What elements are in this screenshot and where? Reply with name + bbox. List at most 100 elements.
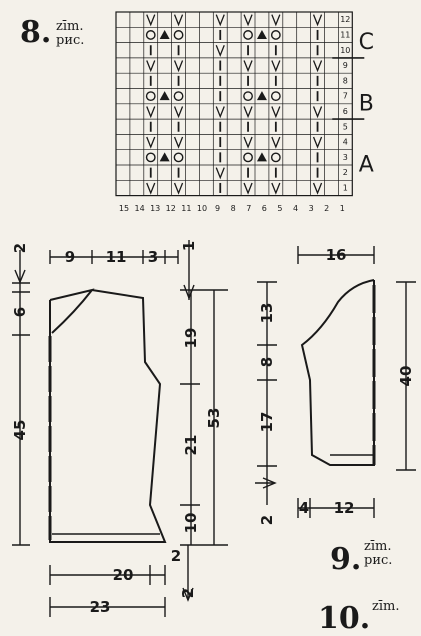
chart-row-label: 11 <box>340 30 350 39</box>
decrease-symbol <box>243 60 253 73</box>
figure-9-caption-cyr: рис. <box>364 553 393 568</box>
decrease-symbol <box>146 136 156 149</box>
sleeve-dim-right-total: 40 <box>397 366 415 387</box>
front-left-arrow-head <box>14 269 26 284</box>
figure-8-caption-cyr: рис. <box>56 33 85 48</box>
front-dim-top-right: 3 <box>148 248 158 266</box>
decrease-symbol <box>312 182 323 195</box>
decrease-symbol <box>271 14 281 27</box>
decrease-symbol <box>215 14 225 27</box>
chart-row-label: 3 <box>343 153 348 162</box>
front-dim-bottom-side: 2 <box>171 547 181 565</box>
figure-9-caption-lat: zīm. <box>364 539 392 554</box>
figure-8-caption-text: zīm. рис. <box>56 20 84 48</box>
chart-row-label: 10 <box>340 46 350 55</box>
decrease-symbol <box>173 60 184 73</box>
front-dim-bottom-inner: 20 <box>113 566 134 584</box>
decrease-symbol <box>146 182 156 195</box>
sleeve-schematic <box>255 246 416 518</box>
yarn-over-symbol <box>270 91 281 102</box>
chart-column-label: 7 <box>246 204 251 213</box>
sleeve-outline <box>300 279 375 466</box>
decrease-symbol <box>243 14 253 27</box>
decrease-symbol <box>312 106 323 119</box>
decrease-symbol <box>271 60 281 73</box>
chart-column-label: 13 <box>150 204 160 213</box>
decrease-symbol <box>215 106 225 119</box>
bobble-symbol <box>159 152 170 162</box>
sleeve-dim-bottom-right: 12 <box>334 499 355 517</box>
front-piece-schematic <box>12 240 228 617</box>
bobble-symbol <box>256 29 267 39</box>
front-dim-left-body: 45 <box>11 420 29 441</box>
sleeve-dim-left-middle: 8 <box>258 357 276 367</box>
figure-9-caption: 9. <box>330 545 361 575</box>
yarn-over-symbol <box>145 30 156 40</box>
yarn-over-symbol <box>270 30 281 40</box>
decrease-symbol <box>271 182 281 195</box>
front-dim-bottom-total: 23 <box>90 598 111 616</box>
decrease-symbol <box>146 60 156 73</box>
front-arrow-head <box>182 587 194 602</box>
front-dim-top-middle: 11 <box>106 248 127 266</box>
figure-10-caption-text: zīm. <box>372 600 399 614</box>
decrease-symbol <box>312 14 323 27</box>
chart-column-label: 14 <box>134 204 144 213</box>
chart-column-label: 15 <box>119 204 129 213</box>
decrease-symbol <box>271 136 281 149</box>
figure-10-caption-lat: zīm. <box>372 599 400 614</box>
decrease-symbol <box>215 45 225 58</box>
front-dim-left-shoulder: 6 <box>11 307 29 317</box>
chart-column-label: 4 <box>293 204 298 213</box>
decrease-symbol <box>173 136 184 149</box>
front-dim-left-upper: 2 <box>11 243 29 253</box>
front-dim-right-middle: 21 <box>182 435 200 456</box>
chart-section-label: C <box>359 30 374 55</box>
chart-column-label: 12 <box>166 204 176 213</box>
decrease-symbol <box>271 106 281 119</box>
yarn-over-symbol <box>145 152 156 163</box>
decrease-symbol <box>243 136 253 149</box>
sleeve-dim-left-upper: 13 <box>258 303 276 324</box>
bobble-symbol <box>256 91 267 101</box>
bobble-symbol <box>159 91 170 101</box>
decrease-symbol <box>146 14 156 27</box>
bobble-symbol <box>256 152 267 162</box>
decrease-symbol <box>243 106 253 119</box>
chart-column-label: 2 <box>324 204 329 213</box>
decrease-symbol <box>173 182 184 195</box>
chart-row-label: 9 <box>343 61 348 70</box>
yarn-over-symbol <box>145 91 156 102</box>
decrease-symbol <box>312 60 323 73</box>
chart-row-label: 1 <box>343 183 348 192</box>
figure-9-number: 9. <box>330 542 362 577</box>
chart-column-label: 8 <box>231 204 236 213</box>
decrease-symbol <box>173 14 184 27</box>
chart-column-label: 10 <box>197 204 207 213</box>
sleeve-dim-bottom-left: 4 <box>299 499 309 517</box>
chart-column-label: 1 <box>340 204 345 213</box>
figure-9-caption-text: zīm. рис. <box>364 540 392 568</box>
figure-10-caption: 10. <box>318 604 370 634</box>
yarn-over-symbol <box>173 30 184 40</box>
chart-column-label: 9 <box>215 204 220 213</box>
chart-section-label: A <box>359 153 374 178</box>
chart-section-label: B <box>359 91 374 116</box>
figure-8-number: 8. <box>20 15 52 50</box>
decrease-symbol <box>146 106 156 119</box>
sleeve-arrow-head <box>262 477 277 489</box>
chart-column-label: 5 <box>277 204 282 213</box>
front-dim-bottom-low: 2 <box>179 588 197 598</box>
front-dim-right-total: 53 <box>205 408 223 429</box>
front-dim-right-lower: 10 <box>182 513 200 534</box>
chart-column-label: 6 <box>262 204 267 213</box>
sleeve-dim-top: 16 <box>326 246 347 264</box>
decrease-symbol <box>312 136 323 149</box>
decrease-symbol <box>173 106 184 119</box>
front-dim-right-upper: 19 <box>182 328 200 349</box>
chart-row-label: 12 <box>340 15 350 24</box>
